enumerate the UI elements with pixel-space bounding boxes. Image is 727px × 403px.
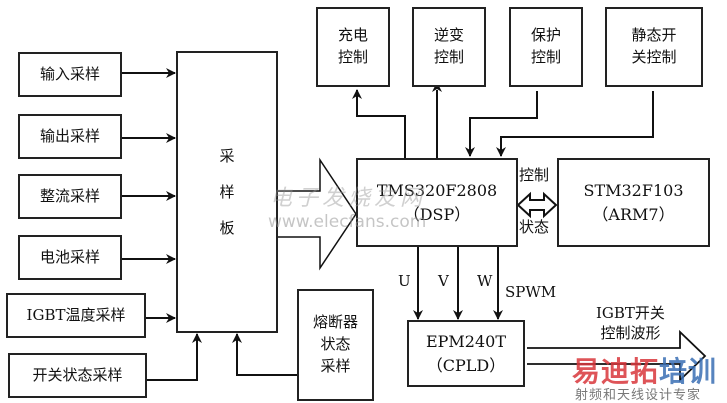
arm-label: STM32F103 （ARM7）	[583, 181, 684, 224]
sampling-board-label: 采 样 板	[219, 147, 235, 237]
arrow-fuse-sampling	[232, 333, 297, 376]
watermark-brand-red: 易迪拓	[572, 355, 660, 388]
battery-sampling-box: 电池采样	[18, 235, 122, 280]
arrow-switch-state-sampling	[147, 333, 202, 381]
double-arrow-dsp-arm	[516, 191, 558, 219]
static-switch-control-label: 静态开 关控制	[631, 26, 677, 66]
static-switch-control-box: 静态开 关控制	[605, 7, 703, 87]
output-sampling-box: 输出采样	[18, 114, 122, 159]
fuse-sampling-label: 熔断器 状态 采样	[312, 313, 358, 375]
switch-state-sampling-label: 开关状态采样	[32, 365, 123, 384]
dsp-box: TMS320F2808 （DSP）	[356, 158, 518, 247]
inverter-control-box: 逆变 控制	[412, 7, 486, 87]
arrow-static-switch-dsp	[496, 91, 654, 157]
link-control-label: 控制	[519, 166, 550, 184]
charge-control-label: 充电 控制	[337, 26, 368, 66]
cpld-box: EPM240T （CPLD）	[407, 320, 525, 387]
arm-box: STM32F103 （ARM7）	[557, 158, 710, 247]
igbt-temp-sampling-label: IGBT温度采样	[26, 305, 126, 324]
signal-spwm-label: SPWM	[505, 283, 557, 301]
rectifier-sampling-box: 整流采样	[18, 174, 122, 219]
watermark-site-url: www.elecfans.com	[268, 212, 427, 232]
input-sampling-label: 输入采样	[39, 64, 100, 83]
signal-w-label: W	[477, 272, 493, 290]
watermark-site-cn: 电子发烧友网	[270, 186, 427, 211]
output-sampling-label: 输出采样	[39, 126, 100, 145]
inverter-control-label: 逆变 控制	[433, 26, 464, 66]
wide-arrow-output	[527, 329, 707, 383]
watermark-brand: 易迪拓培训	[572, 350, 717, 390]
fuse-sampling-box: 熔断器 状态 采样	[297, 289, 374, 401]
sampling-board-box: 采 样 板	[176, 51, 278, 333]
link-status-label: 状态	[519, 218, 550, 236]
protection-control-box: 保护 控制	[509, 7, 583, 87]
signal-u-label: U	[398, 272, 411, 290]
switch-state-sampling-box: 开关状态采样	[8, 353, 147, 398]
igbt-temp-sampling-box: IGBT温度采样	[6, 293, 146, 338]
output-waveform-label: IGBT开关 控制波形	[596, 304, 665, 343]
watermark-brand-blue: 培训	[659, 355, 718, 388]
rectifier-sampling-label: 整流采样	[39, 186, 100, 205]
input-sampling-box: 输入采样	[18, 52, 122, 97]
dsp-label: TMS320F2808 （DSP）	[376, 181, 498, 224]
signal-v-label: V	[438, 272, 449, 290]
charge-control-box: 充电 控制	[316, 7, 390, 87]
watermark-brand-sub: 射频和天线设计专家	[575, 388, 702, 403]
battery-sampling-label: 电池采样	[39, 247, 100, 266]
arrow-protect-dsp	[465, 91, 538, 157]
protection-control-label: 保护 控制	[530, 26, 561, 66]
cpld-label: EPM240T （CPLD）	[425, 332, 507, 375]
arrow-dsp-charge	[352, 89, 406, 158]
